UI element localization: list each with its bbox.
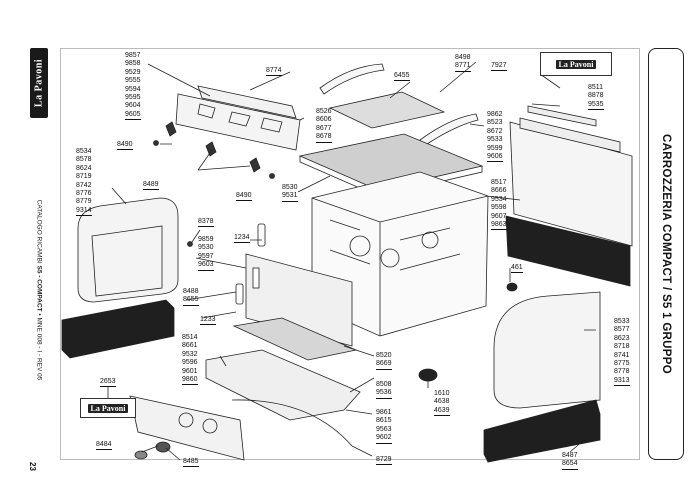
foot-part [418,368,438,382]
drip-tray-part [205,349,361,421]
top-cover-part [419,113,479,147]
grid-part [328,91,446,129]
label-8489: 8489 [143,181,159,191]
clip-part [165,121,177,137]
drip-tray-base-part [61,299,175,359]
brand-logo: La Pavoni [30,48,48,118]
label-8729: 8729 [376,456,392,466]
label-8378: 8378 [198,218,214,228]
label-8484: 8484 [96,441,112,451]
foot-part [506,282,518,292]
content-border [60,48,640,460]
gasket-part [235,283,244,305]
logo-plate: La Pavoni [540,52,612,76]
label-8490-top: 8490 [117,141,133,151]
wire-part [231,399,353,447]
label-8774: 8774 [266,67,282,77]
logo-plate: La Pavoni [80,398,136,418]
front-bar-part [129,395,245,461]
left-side-panel-part [77,197,179,303]
clip-part [205,141,217,157]
clip-part [249,157,261,173]
label-1233: 1233 [200,316,216,326]
right-base-part [483,399,601,463]
label-1234: 1234 [234,234,250,244]
foot-part [155,441,171,453]
label-6455: 6455 [394,72,410,82]
top-rail-right-part [519,117,621,153]
label-2653: 2653 [100,378,116,388]
right-side-panel-part [493,291,601,409]
foot-part [134,450,148,460]
top-cover-part [319,63,385,95]
gasket-part [257,223,266,247]
label-8485: 8485 [183,458,199,468]
label-7927: 7927 [491,62,507,72]
top-rail-part [197,85,297,119]
label-461: 461 [511,264,523,274]
back-panel-part [175,93,301,151]
right-black-strip-part [505,215,631,287]
label-8490-bottom: 8490 [236,192,252,202]
section-tab [648,48,684,460]
